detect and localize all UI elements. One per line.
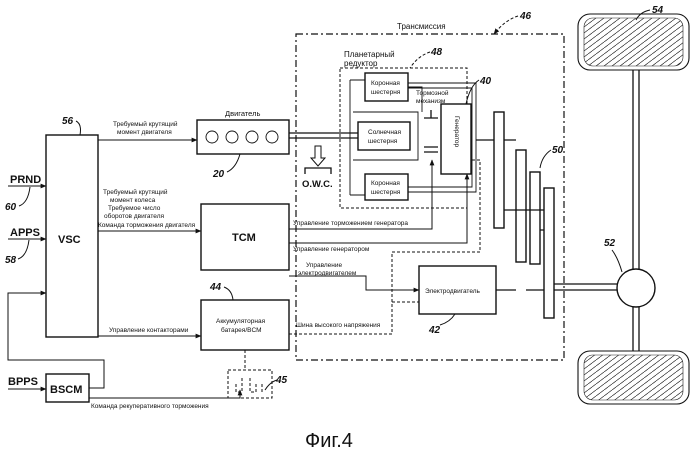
regen-brake-line	[89, 390, 240, 398]
motor-control-label-2: электродвигателем	[298, 270, 357, 277]
battery-box	[201, 300, 289, 350]
ref-42-leader	[440, 314, 455, 325]
bscm-label: BSCM	[50, 384, 82, 396]
owc-label: O.W.C.	[302, 179, 333, 190]
ref-58-leader	[18, 240, 29, 259]
engine-label: Двигатель	[225, 109, 260, 118]
contactor-control-label: Управление контакторами	[109, 327, 189, 334]
hv-bus-label: Шина высокого напряжения	[296, 322, 381, 329]
brake-mechanism	[424, 110, 438, 152]
gear-plate-4	[544, 188, 554, 318]
axle	[633, 70, 639, 354]
battery-label-2: батарея/BCM	[221, 326, 262, 334]
ref-44: 44	[209, 282, 222, 293]
ref-46-leader	[494, 16, 518, 34]
ref-48-leader	[410, 52, 430, 68]
wheel-torque-label-2: момент колеса	[110, 197, 156, 204]
engine-speed-label-1: Требуемое число	[108, 204, 161, 212]
ref-20-leader	[227, 154, 240, 172]
motor-control-line	[289, 276, 419, 290]
prnd-label: PRND	[10, 174, 41, 186]
gen-brake-control-label: Управление торможением генератора	[293, 220, 408, 227]
ring-gear-top	[365, 73, 408, 101]
ring-gear-bottom-label-2: шестерня	[371, 189, 401, 196]
bpps-label: BPPS	[8, 376, 38, 388]
gear-plate-2	[516, 150, 526, 262]
ref-52: 52	[604, 238, 616, 249]
ref-60-leader	[19, 187, 30, 206]
sun-gear-label-1: Солнечная	[368, 129, 402, 136]
ref-46: 46	[519, 11, 532, 22]
engine-torque-label-2: момент двигателя	[117, 129, 172, 136]
apps-label: APPS	[10, 227, 40, 239]
differential	[617, 269, 655, 307]
motor-label: Электродвигатель	[425, 288, 481, 295]
gear-plate-3	[530, 172, 540, 264]
contactor-switch	[236, 378, 262, 392]
engine-speed-label-2: оборотов двигателя	[104, 212, 164, 220]
gear-plate-1	[494, 112, 504, 228]
ref-42: 42	[428, 325, 441, 336]
ref-40: 40	[479, 76, 492, 87]
figure-caption: Фиг.4	[305, 430, 353, 452]
ref-44-leader	[224, 287, 233, 300]
transmission-label: Трансмиссия	[397, 22, 446, 31]
owc-bracket	[305, 168, 331, 174]
ref-48: 48	[430, 47, 443, 58]
tcm-label: TCM	[232, 232, 256, 244]
vsc-label: VSC	[58, 234, 81, 246]
ref-54: 54	[652, 5, 664, 16]
ref-50: 50	[552, 145, 564, 156]
sun-gear	[358, 122, 410, 150]
engine-brake-label: Команда торможения двигателя	[98, 222, 196, 229]
owc-symbol	[311, 146, 325, 166]
gen-control-label: Управление генератором	[293, 246, 370, 253]
planetary-label-2: редуктор	[344, 59, 378, 68]
sun-gear-label-2: шестерня	[368, 138, 398, 145]
engine-shaft	[289, 133, 358, 138]
ring-gear-bottom-label-1: Коронная	[371, 180, 400, 187]
ref-60: 60	[5, 202, 17, 213]
motor-control-label-1: Управление	[306, 262, 343, 269]
engine-box	[197, 120, 289, 154]
wheel-bottom-tread	[584, 355, 683, 400]
ref-56: 56	[62, 116, 74, 127]
ring-gear-top-label-1: Коронная	[371, 80, 400, 87]
ref-56-leader	[76, 121, 81, 135]
ref-52-leader	[612, 250, 622, 272]
ring-gear-bottom	[365, 174, 408, 200]
planetary-label-1: Планетарный	[344, 50, 395, 59]
generator-label: Генератор	[453, 116, 460, 148]
ring-gear-top-label-2: шестерня	[371, 89, 401, 96]
wheel-top-tread	[584, 18, 683, 66]
ref-50-leader	[540, 150, 551, 168]
wheel-torque-label-1: Требуемый крутящий	[103, 188, 168, 196]
gen-brake-control-line	[289, 160, 432, 229]
ref-58: 58	[5, 255, 17, 266]
regen-brake-label: Команда рекуперативного торможения	[91, 403, 209, 410]
ref-40-leader	[466, 80, 479, 104]
engine-torque-label-1: Требуемый крутящий	[113, 120, 178, 128]
battery-label-1: Аккумуляторная	[216, 318, 266, 325]
brake-label-1: Тормозной	[416, 89, 449, 97]
ref-20: 20	[212, 169, 225, 180]
